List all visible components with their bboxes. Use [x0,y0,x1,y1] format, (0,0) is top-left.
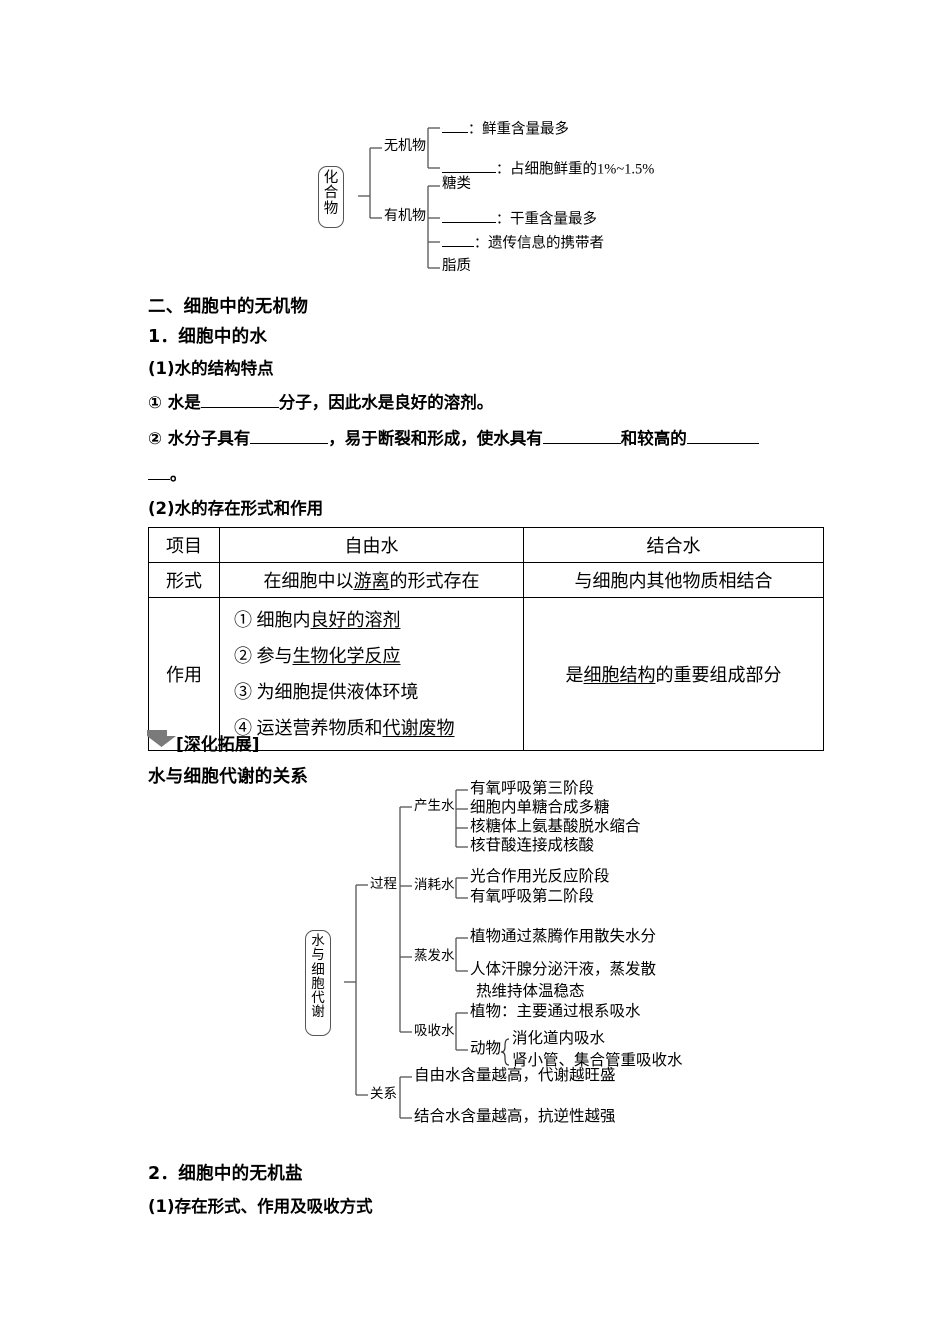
fn4-b: 代谢废物 [382,718,455,738]
m-root-char-1: 水 [311,933,325,948]
table-cell-row-label-function: 作用 [148,597,220,751]
table-cell-row-label-form: 形式 [148,562,220,598]
consume-water-item-1: 光合作用光反应阶段 [470,868,610,885]
table-cell-function-free: ① 细胞内良好的溶剂 ② 参与生物化学反应 ③ 为细胞提供液体环境 ④ 运送营养… [219,597,524,751]
line-2-blank-c [686,427,759,444]
table-cell-form-bound: 与细胞内其他物质相结合 [523,562,824,598]
absorb-water-item-plant: 植物：主要通过根系吸水 [470,1003,641,1020]
section-item-1: 1．细胞中的水 [148,327,268,347]
line-2-end: 。 [170,465,187,484]
produce-water-item-3: 核糖体上氨基酸脱水缩合 [470,818,641,835]
function-free-item-3: ③ 为细胞提供液体环境 [234,674,521,710]
expand-title: 水与细胞代谢的关系 [148,767,309,787]
fn1-a: ① 细胞内 [234,610,311,630]
branch-label-inorganic: 无机物 [384,139,426,154]
table-water-forms: 项目 自由水 结合水 形式 在细胞中以游离的形式存在 与细胞内其他物质相结合 作… [148,527,824,751]
function-free-item-2: ② 参与生物化学反应 [234,638,521,674]
fn1-b: 良好的溶剂 [310,610,401,630]
table-cell-function-bound: 是细胞结构的重要组成部分 [523,597,824,751]
section-sub-1-1: (1)水的结构特点 [148,359,274,378]
line-1-blank [200,391,279,408]
m-root-char-5: 代 [311,990,325,1006]
section-heading-two: 二、细胞中的无机物 [148,297,309,317]
bfn-a: 是 [565,665,584,685]
table-header-item: 项目 [148,527,220,563]
produce-water-item-1: 有氧呼吸第三阶段 [470,780,595,797]
branch-label-organic: 有机物 [384,209,426,224]
evaporate-water-item-1: 植物通过蒸腾作用散失水分 [470,928,657,945]
table-cell-form-free: 在细胞中以游离的形式存在 [219,562,524,598]
section-item-2: 2．细胞中的无机盐 [148,1164,303,1184]
absorb-water-animal-item-2: 肾小管、集合管重吸收水 [512,1052,683,1069]
diagram-metabolism-lines [344,789,510,1119]
diagram-metabolism: 水 与 细 胞 代 谢 过程 关系 产生水 消耗水 蒸发水 吸收水 有氧呼吸第三… [300,780,720,1135]
line-2-blank-a [250,427,329,444]
metabolism-root-box: 水 与 细 胞 代 谢 [305,930,331,1036]
diagram-compounds-lines [358,127,440,269]
compound-item-inorganic-2: ：占细胞鲜重的1%~1.5% [442,159,654,178]
function-free-item-1: ① 细胞内良好的溶剂 [234,602,521,638]
form-free-part-3: 的形式存在 [389,571,480,591]
compounds-root-box: 化 合 物 [318,166,344,228]
table-header-free-water: 自由水 [219,527,524,563]
compound-item-organic-3: ：遗传信息的携带者 [442,233,604,252]
fn2-b: 生物化学反应 [292,646,401,666]
form-free-part-2: 游离 [353,571,390,591]
absorb-water-animal-item-1: 消化道内吸水 [512,1030,606,1047]
table-row-function: 作用 ① 细胞内良好的溶剂 ② 参与生物化学反应 ③ 为细胞提供液体环境 ④ 运… [148,597,824,751]
consume-water-item-2: 有氧呼吸第二阶段 [470,888,595,905]
section-sub-2-1: (1)存在形式、作用及吸收方式 [148,1197,373,1216]
sub-label-evaporate-water: 蒸发水 [414,948,455,963]
absorb-water-animal-label: 动物 [470,1040,502,1057]
evaporate-water-item-2: 人体汗腺分泌汗液，蒸发散 [470,961,657,978]
line-2-pre: ② 水分子具有 [148,429,251,448]
compound-item-organic-1: 糖类 [442,176,471,192]
table-row-form: 形式 在细胞中以游离的形式存在 与细胞内其他物质相结合 [148,562,824,598]
compound-item-organic-2: ：干重含量最多 [442,209,597,228]
root-char-2: 合 [323,185,339,202]
section-line-1: ① 水是 分子，因此水是良好的溶剂。 [148,389,493,413]
fn4-a: ④ 运送营养物质和 [234,718,383,738]
line-2-blank-d [148,463,170,480]
m-root-char-6: 谢 [311,1004,325,1020]
table-row-header: 项目 自由水 结合水 [148,527,824,563]
m-root-char-3: 细 [311,961,325,977]
line-1-pre: ① 水是 [148,393,201,412]
relation-item-2: 结合水含量越高，抗逆性越强 [414,1108,616,1125]
diagram-compounds: 化 合 物 无机物 有机物 ：鲜重含量最多 ：占细胞鲜重的1%~1.5% 糖类 … [300,118,720,283]
down-arrow-icon [147,730,176,747]
compound-item-organic-4: 脂质 [442,258,471,274]
m-root-char-2: 与 [311,947,325,963]
table-header-bound-water: 结合水 [523,527,824,563]
section-line-2-cont: 。 [148,461,187,485]
fn2-a: ② 参与 [234,646,293,666]
line-1-post: 分子，因此水是良好的溶剂。 [278,393,494,412]
bfn-c: 的重要组成部分 [655,665,782,685]
evaporate-water-item-3: 热维持体温稳态 [476,983,585,1000]
form-free-part-1: 在细胞中以 [263,571,354,591]
root-char-3: 物 [323,200,339,217]
line-2-mid2: 和较高的 [620,429,687,448]
line-2-blank-b [542,427,621,444]
produce-water-item-4: 核苷酸连接成核酸 [470,837,595,854]
branch-label-process: 过程 [370,876,397,891]
line-2-mid: ，易于断裂和形成，使水具有 [328,429,543,448]
section-sub-1-2: (2)水的存在形式和作用 [148,499,324,518]
bfn-b: 细胞结构 [583,665,656,685]
branch-label-relation: 关系 [370,1086,397,1101]
expand-tag: [深化拓展] [176,735,260,755]
compound-item-inorganic-1: ：鲜重含量最多 [442,119,569,138]
relation-item-1: 自由水含量越高，代谢越旺盛 [414,1067,616,1084]
m-root-char-4: 胞 [311,975,325,991]
sub-label-absorb-water: 吸收水 [414,1023,455,1038]
sub-label-consume-water: 消耗水 [414,877,455,892]
produce-water-item-2: 细胞内单糖合成多糖 [470,799,610,816]
root-char-1: 化 [323,170,339,186]
section-line-2: ② 水分子具有 ，易于断裂和形成，使水具有 和较高的 [148,425,759,449]
sub-label-produce-water: 产生水 [414,798,455,813]
function-free-item-4: ④ 运送营养物质和代谢废物 [234,710,521,746]
fn3-a: ③ 为细胞提供液体环境 [234,682,419,702]
